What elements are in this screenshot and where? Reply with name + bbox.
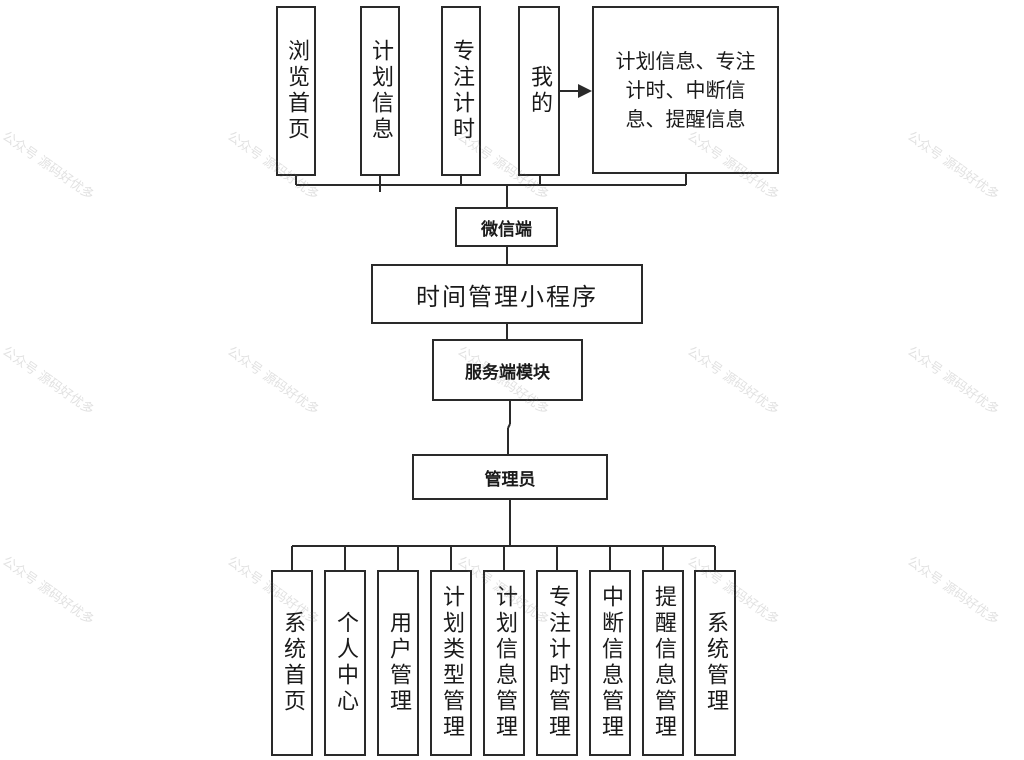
admin-feature-system-home: 系统首页: [271, 570, 313, 756]
app-title: 时间管理小程序: [416, 282, 598, 311]
server-module-box: 服务端模块: [432, 339, 583, 401]
admin-feature-focus-timer-mgmt: 专注计时管理: [536, 570, 578, 756]
feature-label: 我的: [527, 65, 552, 117]
feature-label: 专注计时: [449, 39, 474, 143]
admin-box: 管理员: [412, 454, 608, 500]
wechat-label: 微信端: [481, 219, 532, 240]
admin-feature-label: 系统管理: [703, 611, 728, 715]
admin-feature-label: 系统首页: [280, 611, 305, 715]
feature-label: 计划信息: [368, 39, 393, 143]
feature-label: 浏览首页: [284, 39, 309, 143]
admin-feature-label: 个人中心: [333, 611, 358, 715]
admin-feature-system-mgmt: 系统管理: [694, 570, 736, 756]
admin-feature-interrupt-info-mgmt: 中断信息管理: [589, 570, 631, 756]
feature-plan-info: 计划信息: [360, 6, 400, 176]
feature-browse-home: 浏览首页: [276, 6, 316, 176]
admin-feature-label: 中断信息管理: [598, 585, 623, 741]
my-info-text: 计划信息、专注计时、中断信息、提醒信息: [615, 48, 756, 131]
admin-feature-label: 提醒信息管理: [651, 585, 676, 741]
server-label: 服务端模块: [465, 362, 550, 383]
admin-feature-plan-info-mgmt: 计划信息管理: [483, 570, 525, 756]
admin-feature-reminder-info-mgmt: 提醒信息管理: [642, 570, 684, 756]
arrow-head: [578, 84, 592, 98]
wechat-client-box: 微信端: [455, 207, 558, 247]
feature-focus-timer: 专注计时: [441, 6, 481, 176]
admin-feature-label: 计划信息管理: [492, 585, 517, 741]
admin-feature-label: 专注计时管理: [545, 585, 570, 741]
app-box: 时间管理小程序: [371, 264, 643, 324]
admin-label: 管理员: [484, 469, 536, 490]
admin-feature-plan-type-mgmt: 计划类型管理: [430, 570, 472, 756]
admin-feature-personal-center: 个人中心: [324, 570, 366, 756]
admin-feature-label: 计划类型管理: [439, 585, 464, 741]
admin-feature-label: 用户管理: [386, 611, 411, 715]
admin-feature-user-mgmt: 用户管理: [377, 570, 419, 756]
feature-mine: 我的: [518, 6, 560, 176]
my-info-box: 计划信息、专注计时、中断信息、提醒信息: [592, 6, 779, 174]
